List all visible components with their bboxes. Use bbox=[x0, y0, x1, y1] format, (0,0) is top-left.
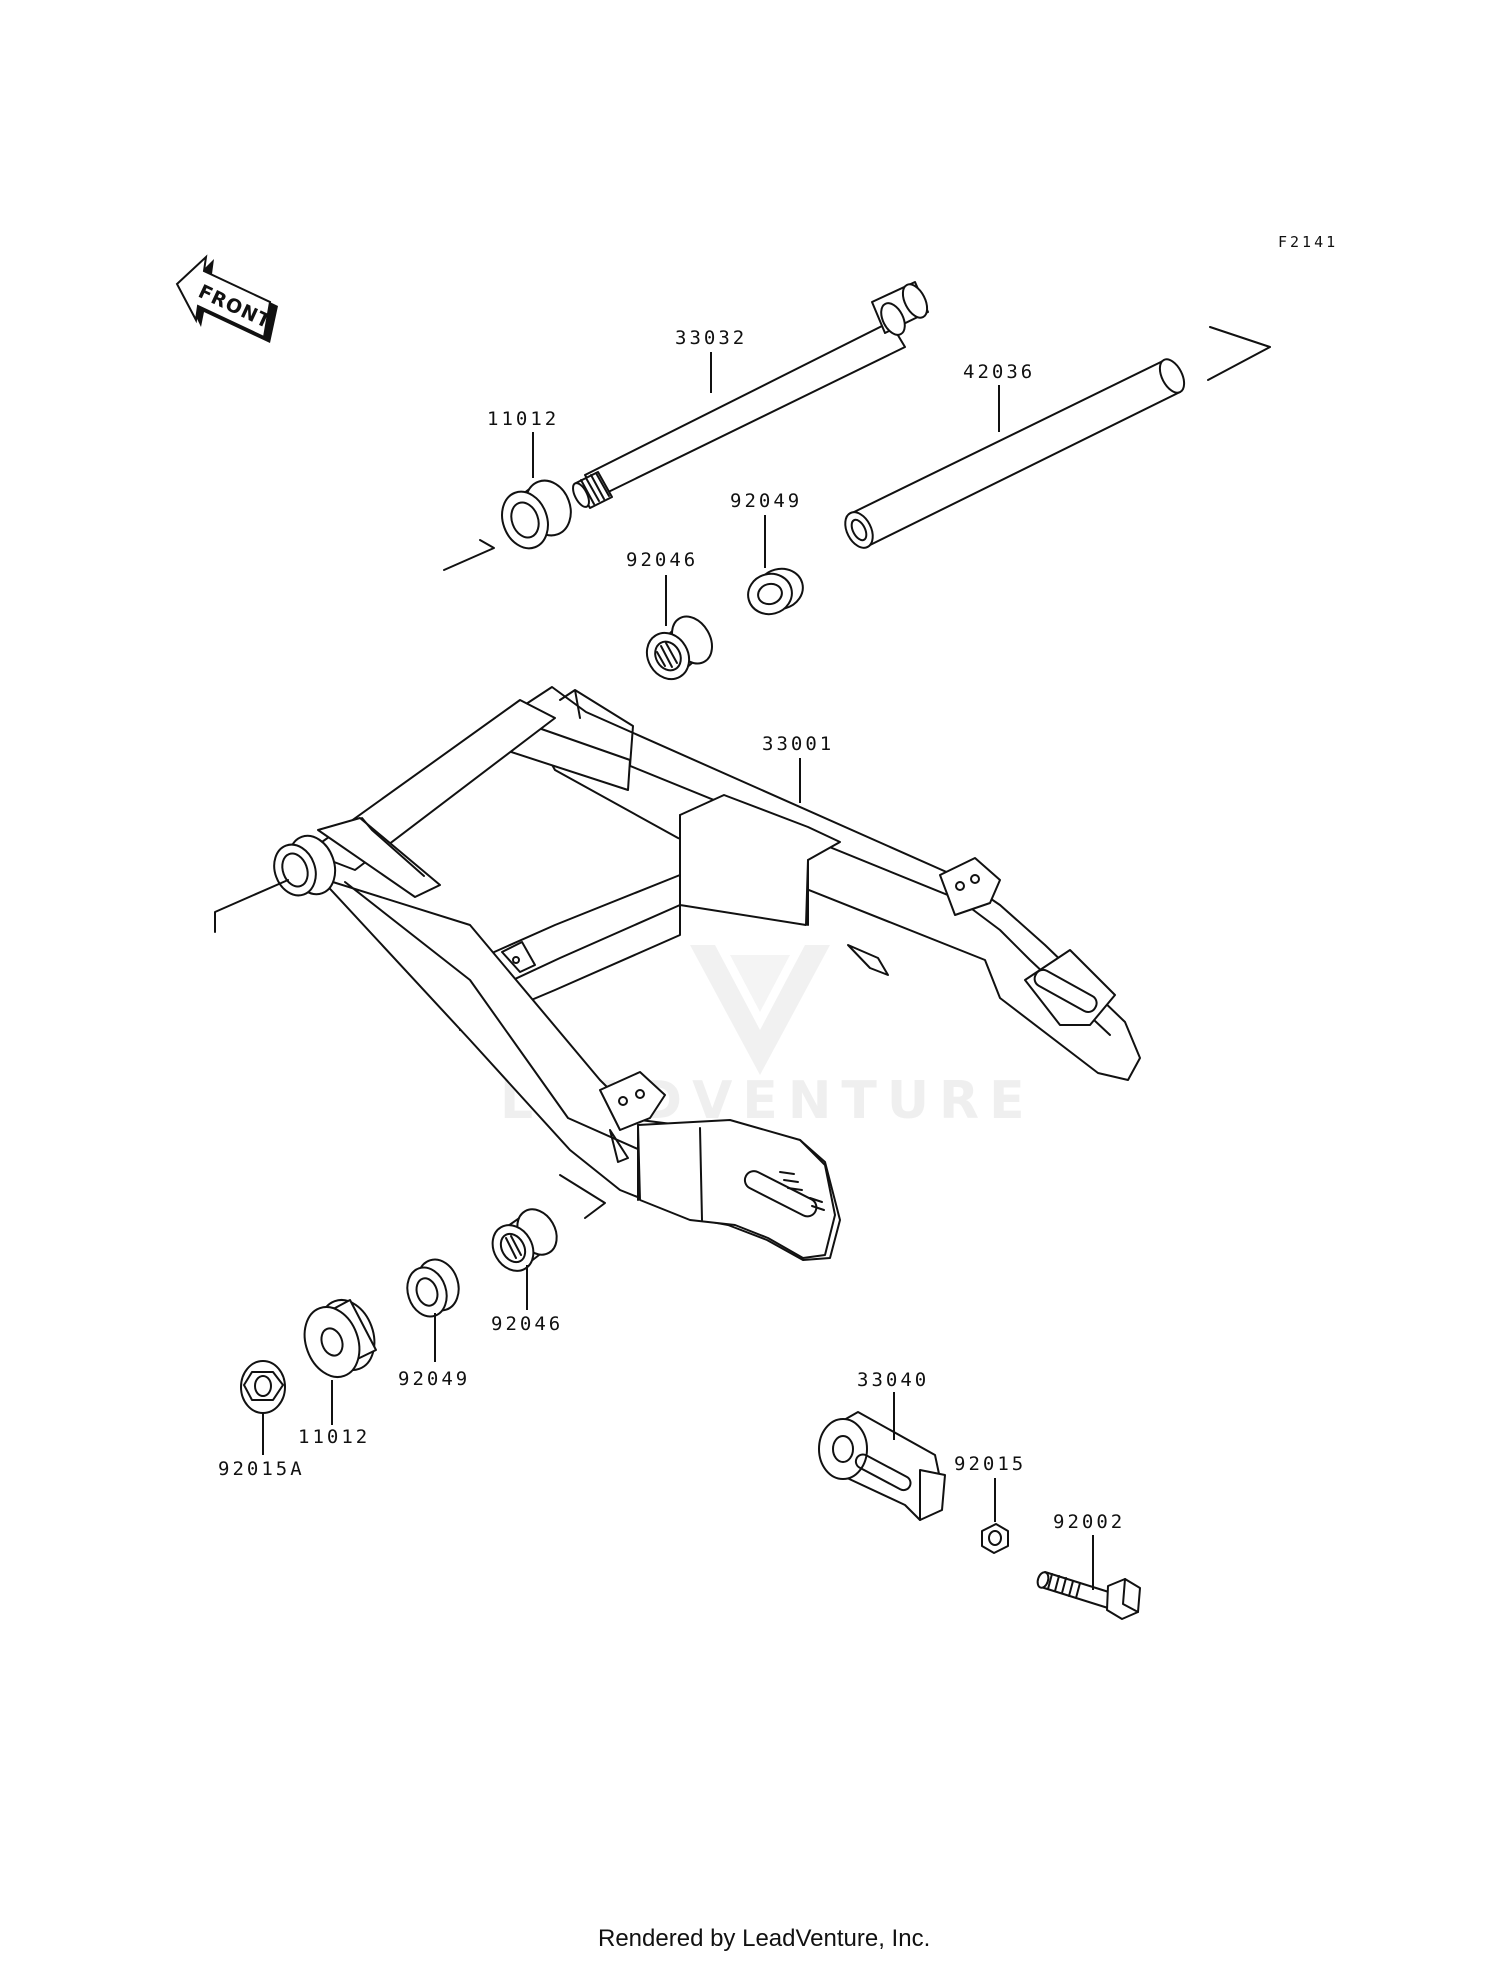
part-label-33001: 33001 bbox=[762, 733, 834, 755]
seal-11012-bottom bbox=[303, 1299, 377, 1378]
needle-bearing-92046-bottom bbox=[491, 1208, 558, 1272]
figure-id: F2141 bbox=[1278, 233, 1338, 251]
part-label-92002: 92002 bbox=[1053, 1511, 1125, 1533]
leader-lines bbox=[262, 352, 1094, 1590]
chain-adjuster-33040 bbox=[818, 1411, 946, 1521]
swingarm-33001 bbox=[214, 686, 1141, 1261]
nut-92015 bbox=[981, 1523, 1009, 1554]
flange-nut-92015A bbox=[240, 1360, 286, 1414]
pivot-shaft-33032 bbox=[572, 281, 929, 509]
collar-tube-42036 bbox=[844, 326, 1271, 549]
part-label-92049-top: 92049 bbox=[730, 490, 802, 512]
seal-11012-top bbox=[443, 479, 572, 571]
part-label-92015: 92015 bbox=[954, 1453, 1026, 1475]
part-label-11012-top: 11012 bbox=[487, 408, 559, 430]
bolt-92002 bbox=[1036, 1571, 1141, 1620]
needle-bearing-92046-top bbox=[645, 615, 713, 681]
spacer-92049-top bbox=[747, 567, 804, 616]
part-label-33040: 33040 bbox=[857, 1369, 929, 1391]
part-label-92015A: 92015A bbox=[218, 1458, 305, 1480]
part-label-11012-bottom: 11012 bbox=[298, 1426, 370, 1448]
part-label-42036: 42036 bbox=[963, 361, 1035, 383]
footer-credit: Rendered by LeadVenture, Inc. bbox=[598, 1925, 930, 1952]
part-label-92049-bottom: 92049 bbox=[398, 1368, 470, 1390]
front-arrow-icon: FRONT bbox=[175, 254, 278, 343]
part-label-92046-bottom: 92046 bbox=[491, 1313, 563, 1335]
spacer-92049-bottom bbox=[406, 1258, 460, 1318]
part-label-92046-top: 92046 bbox=[626, 549, 698, 571]
part-label-33032: 33032 bbox=[675, 327, 747, 349]
